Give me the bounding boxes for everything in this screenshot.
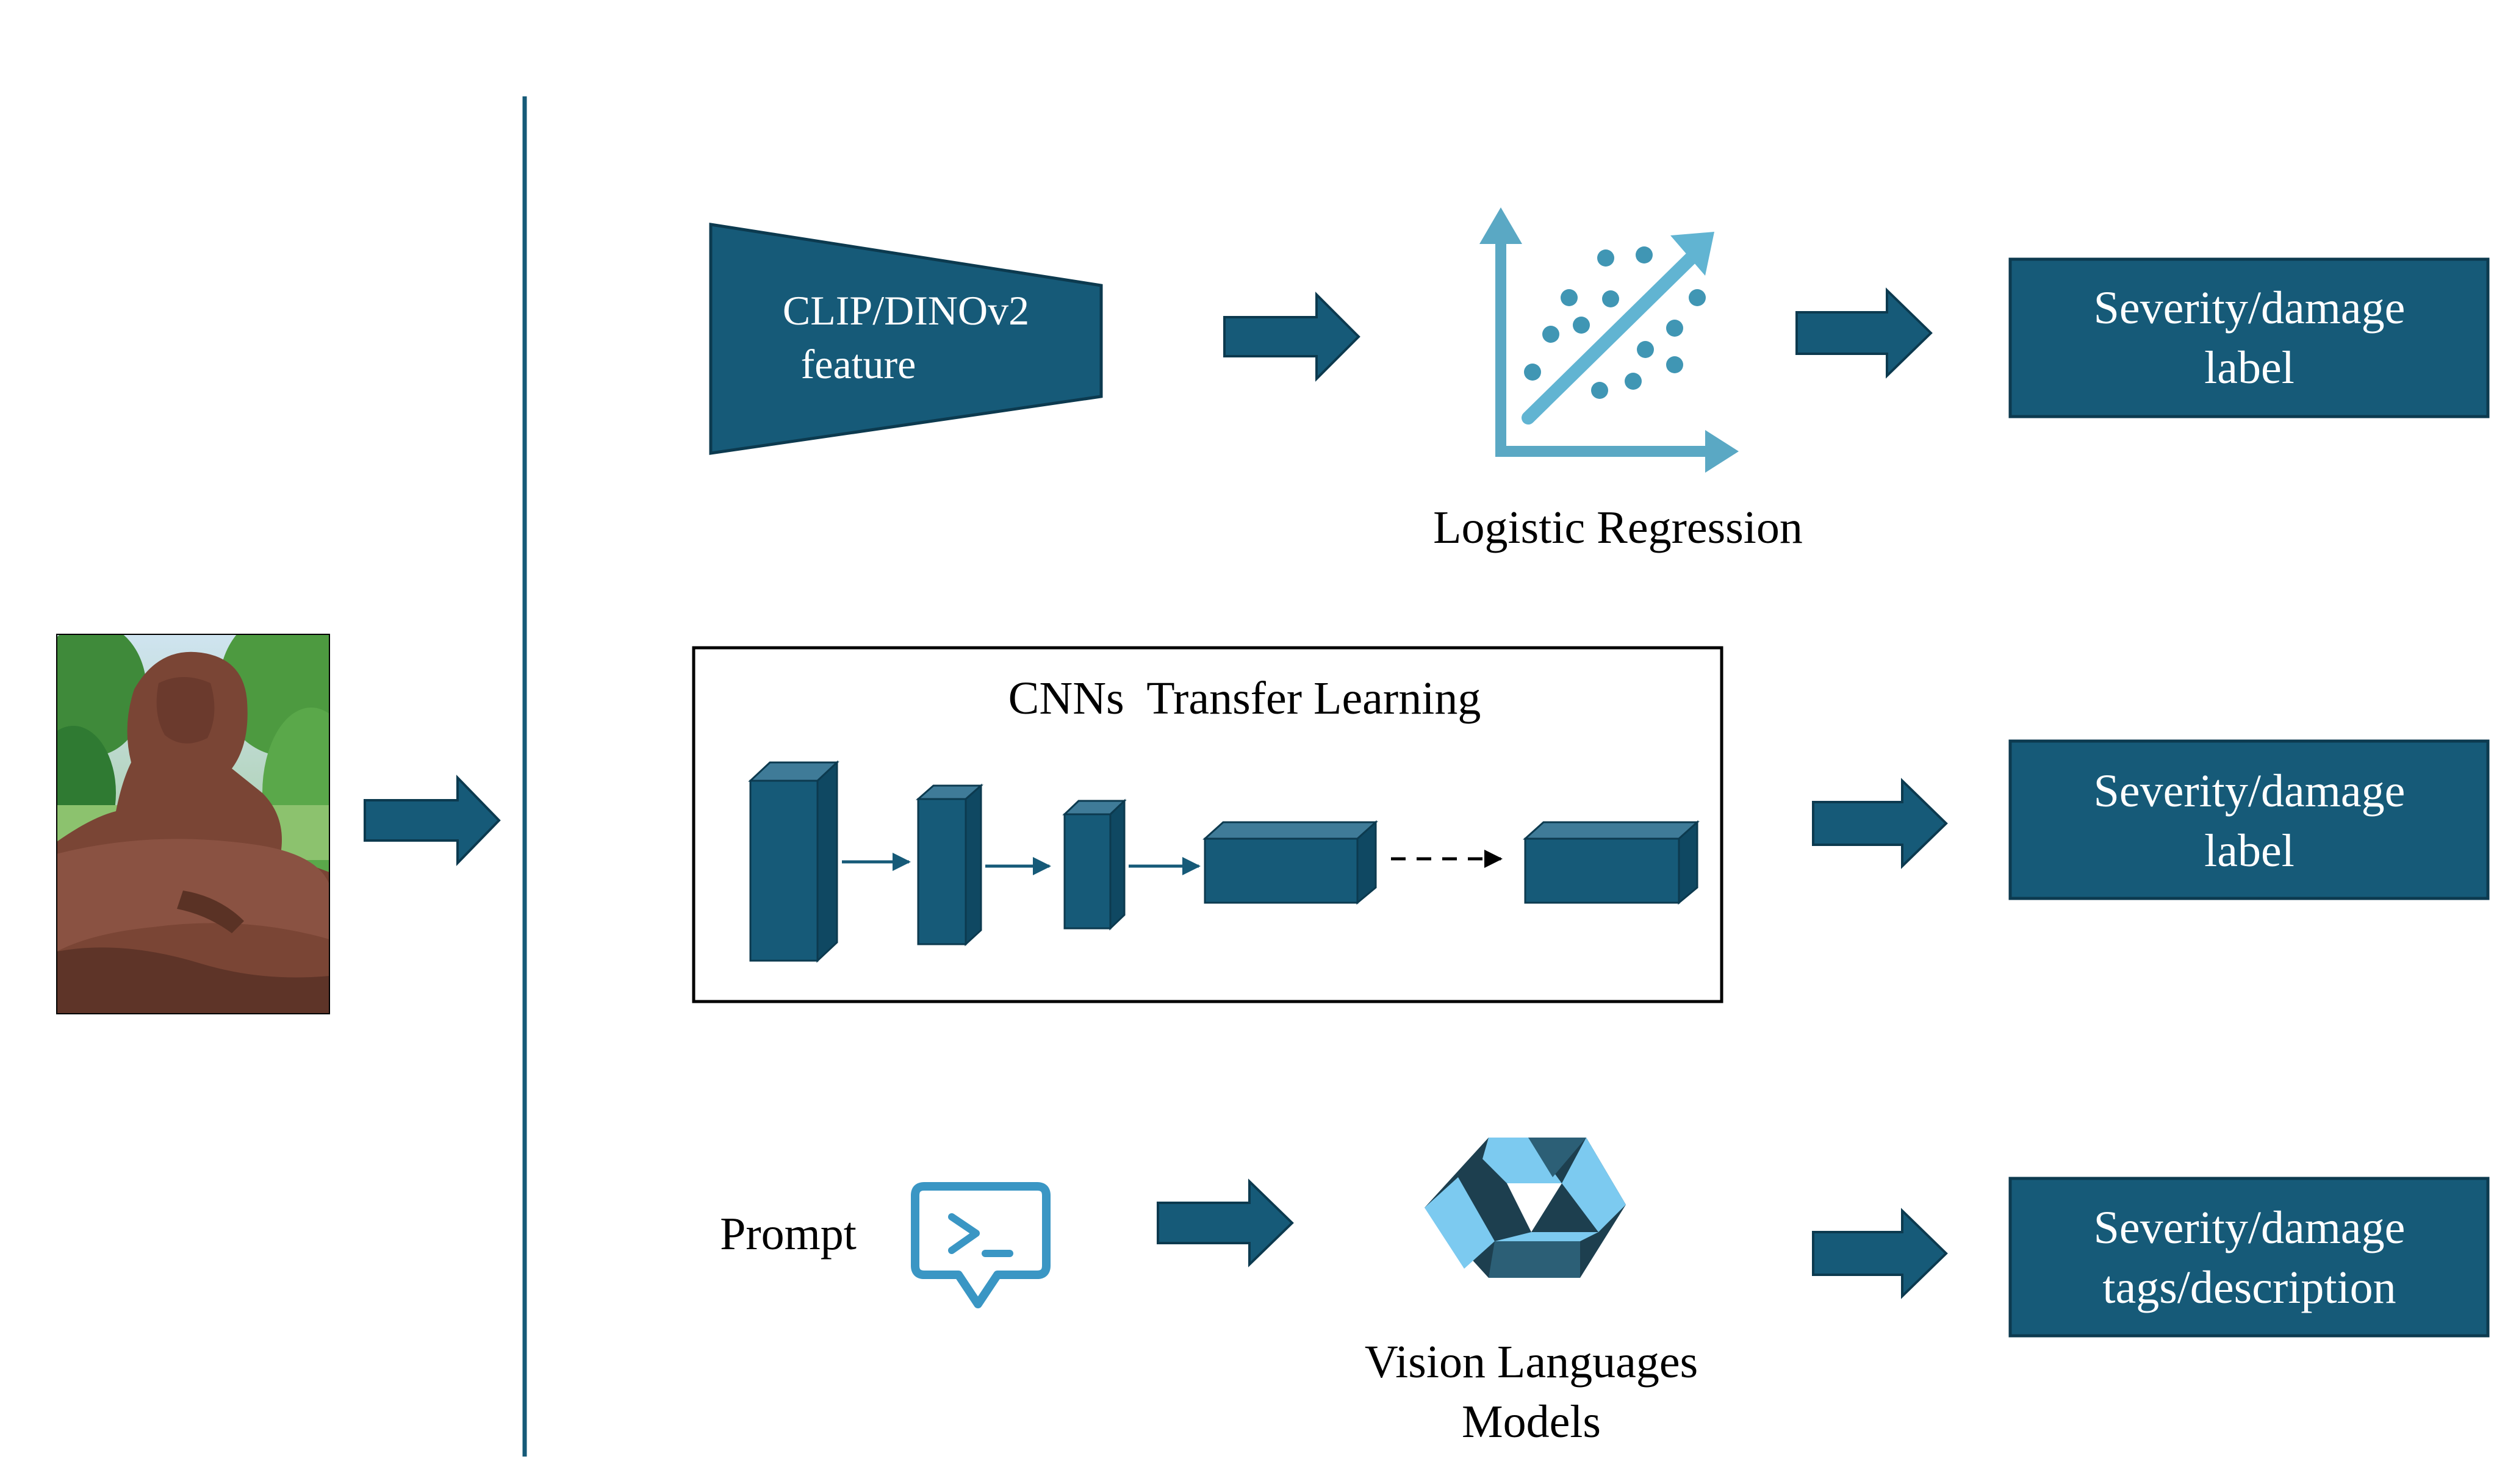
output-2-line1: Severity/damage bbox=[2094, 765, 2406, 817]
terminal-chat-icon bbox=[911, 1182, 1051, 1308]
output-2-line2: label bbox=[2204, 825, 2295, 876]
cnn-layer-block bbox=[1523, 820, 1700, 905]
method-label: Logistic Regression bbox=[1433, 502, 1803, 553]
output-3-line1: Severity/damage bbox=[2094, 1202, 2406, 1253]
arrow-3a bbox=[1157, 1178, 1294, 1267]
model-label-line2: Models bbox=[1462, 1396, 1601, 1447]
statue-photo bbox=[56, 634, 330, 1014]
vlm-logo-icon bbox=[1425, 1138, 1626, 1278]
output-3-line2: tags/description bbox=[2102, 1262, 2396, 1313]
model-label-line1: Vision Languages bbox=[1365, 1336, 1698, 1388]
cnn-layer-block bbox=[1062, 798, 1127, 931]
output-box-1 bbox=[2008, 257, 2490, 418]
output-1-line2: label bbox=[2204, 342, 2295, 393]
cnn-layer-block bbox=[748, 760, 839, 963]
input-arrow bbox=[364, 775, 501, 866]
cnn-title: CNNs Transfer Learning bbox=[1008, 673, 1481, 724]
scatter-plot-icon bbox=[1479, 207, 1739, 473]
cnn-layer-block bbox=[1202, 820, 1378, 905]
prompt-label: Prompt bbox=[720, 1208, 857, 1260]
arrow-1b bbox=[1795, 287, 1933, 379]
encoder-trapezoid bbox=[709, 223, 1103, 455]
pipeline-cnn-transfer: CNNs Transfer Learning bbox=[692, 646, 2490, 1003]
arrow-3b bbox=[1812, 1208, 1948, 1299]
pipeline-feature-regression: CLIP/DINOv2 feature bbox=[709, 207, 2490, 553]
arrow-1a bbox=[1223, 292, 1360, 382]
encoder-label-line2: feature bbox=[801, 341, 916, 387]
pipeline-vlm: Prompt Vision Languages Models Severity/… bbox=[720, 1138, 2490, 1447]
cnn-layer-block bbox=[916, 783, 983, 947]
output-box-2 bbox=[2008, 739, 2490, 900]
arrow-2 bbox=[1812, 778, 1948, 869]
output-1-line1: Severity/damage bbox=[2094, 282, 2406, 334]
encoder-label-line1: CLIP/DINOv2 bbox=[783, 287, 1029, 334]
output-box-3 bbox=[2008, 1177, 2490, 1338]
